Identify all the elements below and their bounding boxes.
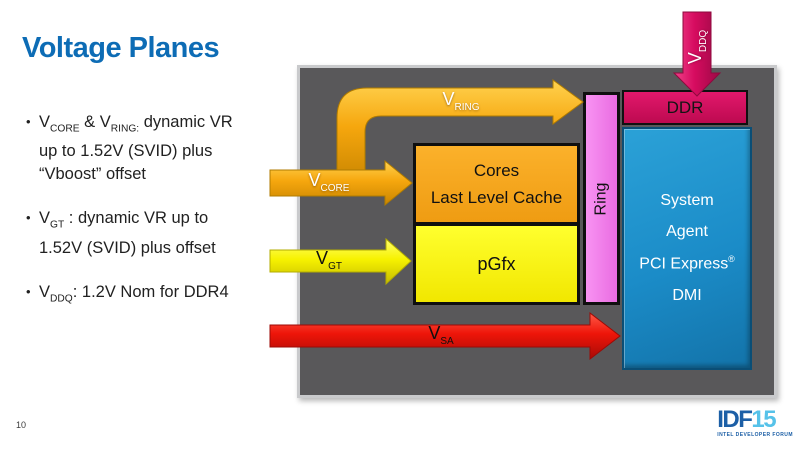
idf15-logo: IDF15 INTEL DEVELOPER FORUM: [717, 408, 793, 438]
ddr-box: DDR: [622, 90, 748, 125]
page-title: Voltage Planes: [22, 32, 220, 65]
vddq-arrow-label: VDDQ: [685, 29, 709, 65]
vcore-arrow-label: VCORE: [308, 170, 350, 194]
idf15-logo-text: IDF15: [717, 408, 793, 432]
pgfx-box: pGfx: [413, 223, 580, 305]
idf-year-text: 15: [751, 406, 776, 433]
idf-text: IDF: [717, 406, 753, 433]
vgt-arrow-label: VGT: [316, 248, 342, 272]
bullet-marker: •: [26, 114, 31, 129]
llc-label: Last Level Cache: [430, 187, 563, 207]
page-number: 10: [16, 420, 27, 430]
vsa-arrow-label: VSA: [428, 323, 454, 347]
idf-tagline: INTEL DEVELOPER FORUM: [717, 432, 793, 438]
ring-box: Ring: [583, 92, 620, 305]
soc-diagram-panel: Cores Last Level Cache pGfx Ring DDR Sys…: [297, 65, 777, 398]
agent-label: Agent: [666, 223, 708, 241]
system-agent-box: System Agent PCI Express® DMI: [622, 127, 752, 370]
bullet-text: VDDQ: 1.2V Nom for DDR4: [39, 282, 229, 304]
pci-express-label: PCI Express®: [639, 254, 735, 273]
cores-llc-box: Cores Last Level Cache: [413, 143, 580, 225]
bullet-item-vddq: • VDDQ: 1.2V Nom for DDR4: [26, 281, 233, 310]
ring-label: Ring: [592, 182, 610, 215]
system-label: System: [660, 192, 714, 210]
bullet-marker: •: [26, 210, 31, 226]
cores-label: Cores: [473, 160, 520, 180]
bullet-marker: •: [26, 283, 31, 299]
vring-arrow-label: VRING: [442, 89, 480, 113]
dmi-label: DMI: [672, 286, 702, 304]
